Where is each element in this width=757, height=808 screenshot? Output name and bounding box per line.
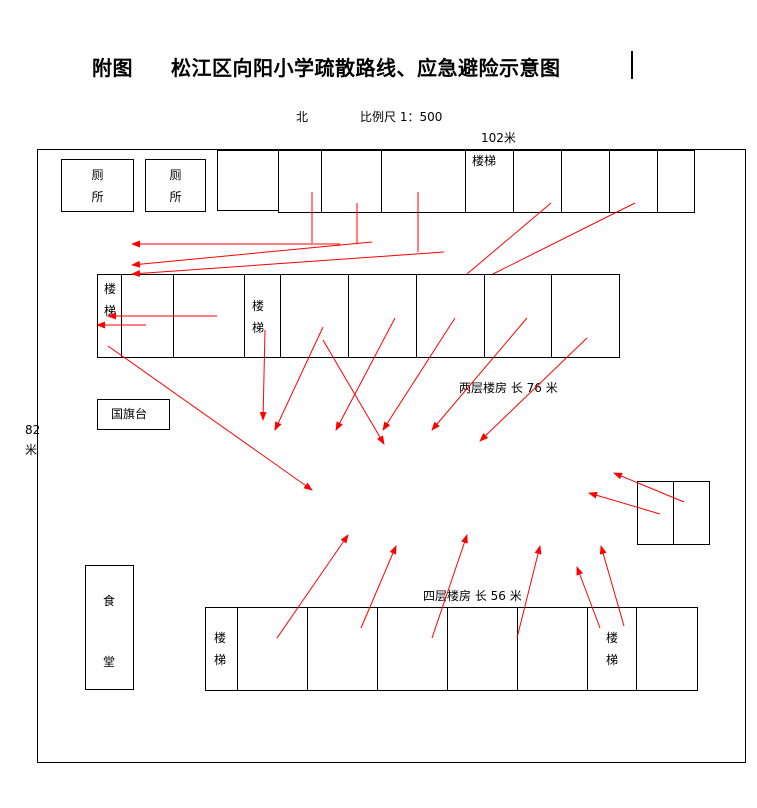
title-prefix: 附图 [92,56,133,80]
text-cursor [631,51,633,79]
canteen: 食 堂 [85,565,134,690]
route-arrow-right-1 [613,472,685,503]
bottom-stairs-left-label: 楼 梯 [213,631,226,667]
route-arrow-mid-down-7 [479,337,588,442]
bottom-divider-1 [237,607,238,691]
route-line-top-5 [492,202,636,275]
bottom-divider-6 [587,607,588,691]
canteen-char-2: 堂 [103,655,116,669]
toilet-2-char-2: 所 [169,190,182,204]
toilet-2: 厕 所 [145,159,206,212]
bottom-divider-2 [307,607,308,691]
toilet-1-char-2: 所 [91,190,104,204]
route-arrow-bottom-6 [599,545,625,627]
route-arrow-mid-down-6 [431,317,528,431]
top-divider-2 [381,150,382,213]
route-arrow-bottom-2 [360,545,397,629]
canteen-char-1: 食 [103,594,116,608]
route-arrow-mid-down-1 [259,329,267,421]
top-divider-5 [561,150,562,213]
route-arrow-bottom-1 [276,534,349,639]
mid-divider-4 [280,274,281,358]
bottom-divider-7 [636,607,637,691]
top-divider-4 [513,150,514,213]
route-arrow-bottom-4 [516,545,542,639]
mid-divider-5 [348,274,349,358]
top-stairs-label: 楼梯 [472,154,497,168]
route-arrow-mid-down-3 [322,339,385,445]
bottom-divider-3 [377,607,378,691]
mid-divider-6 [416,274,417,358]
route-arrow-bottom-5 [576,566,601,629]
middle-stairs-mid-label: 楼 梯 [251,299,264,335]
route-arrow-mid-to-field [107,345,313,491]
two-storey-label: 两层楼房 长 76 米 [459,381,558,395]
route-arrow-mid-down-5 [382,317,456,431]
right-small-divider [673,481,674,545]
toilet-1-char-1: 厕 [91,168,104,182]
north-label: 北 [296,110,309,124]
flag-platform: 国旗台 [97,399,170,430]
diagram-title: 附图 松江区向阳小学疏散路线、应急避险示意图 [92,52,561,81]
top-divider-6 [609,150,610,213]
four-storey-building [205,607,698,691]
route-arrow-mid-down-4 [335,317,396,431]
toilet-2-char-1: 厕 [169,168,182,182]
title-main: 松江区向阳小学疏散路线、应急避险示意图 [171,56,561,80]
route-arrow-bottom-3 [431,534,468,639]
top-building [278,150,695,213]
top-divider-7 [657,150,658,213]
mid-divider-7 [484,274,485,358]
height-unit: 米 [25,443,38,457]
scale-label: 比例尺 1：500 [360,110,443,124]
top-divider-1 [321,150,322,213]
route-line-top-4 [466,202,552,275]
top-divider-3 [465,150,466,213]
route-arrow-top-2 [131,241,373,268]
toilet-1: 厕 所 [61,159,134,212]
mid-divider-8 [551,274,552,358]
bottom-stairs-right-label: 楼 梯 [605,631,618,667]
flag-platform-label: 国旗台 [111,407,148,421]
height-number: 82 [25,423,41,437]
route-arrow-mid-down-2 [274,326,324,431]
bottom-divider-4 [447,607,448,691]
bottom-divider-5 [517,607,518,691]
route-arrow-right-2 [588,491,661,515]
width-label: 102米 [481,131,516,145]
mid-divider-3 [244,274,245,358]
route-arrow-top-3 [131,251,445,277]
